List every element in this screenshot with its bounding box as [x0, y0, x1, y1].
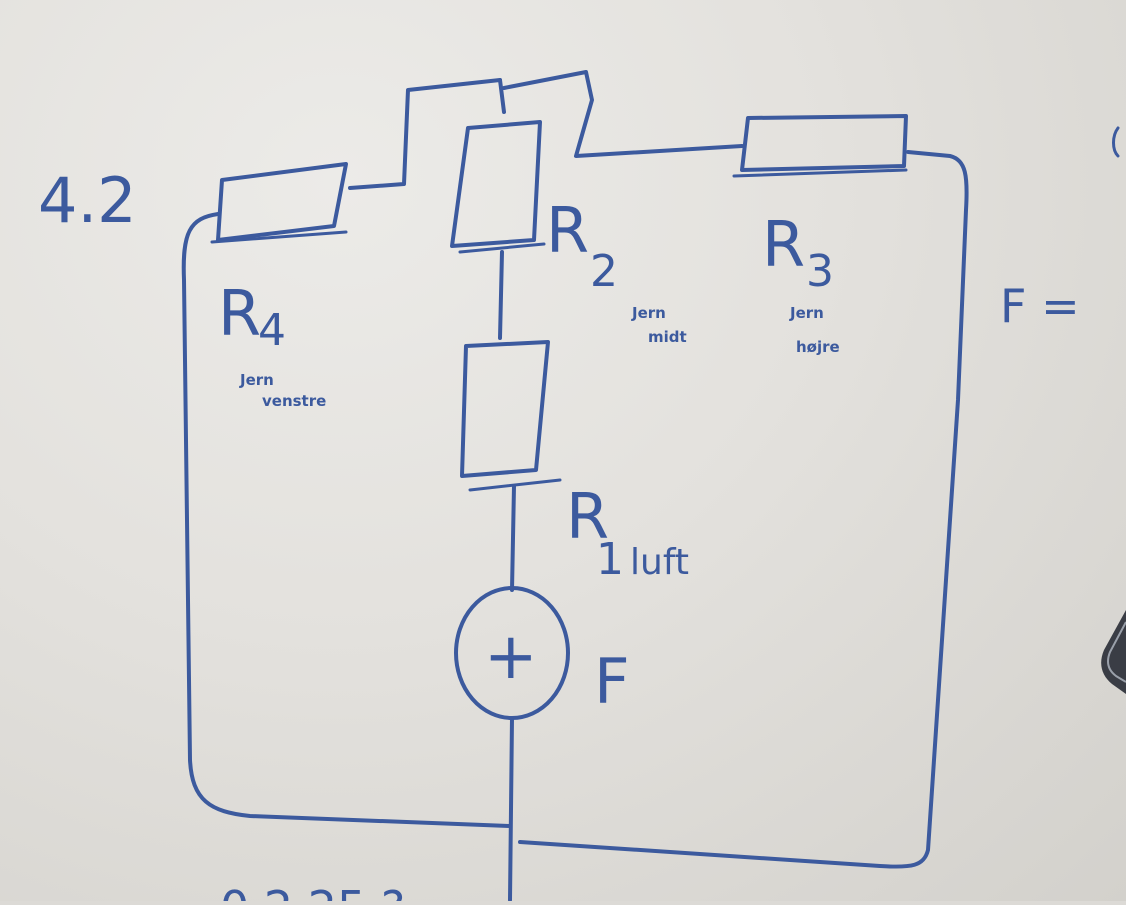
r2-label: R — [546, 194, 589, 267]
r4-subscript: 4 — [258, 305, 286, 356]
source-polarity-sign: + — [484, 620, 538, 694]
resistor-r1 — [460, 340, 562, 492]
r3-note-line2: højre — [796, 338, 840, 356]
problem-number: 4.2 — [38, 164, 137, 237]
resistor-r4 — [210, 162, 348, 244]
r4-note-line1: Jern — [239, 371, 274, 389]
wire-r4-to-top — [348, 78, 502, 190]
r3-note-line1: Jern — [789, 304, 824, 322]
source-label: F — [594, 645, 630, 718]
r2-note-line2: midt — [648, 328, 687, 346]
r4-note-line2: venstre — [262, 392, 326, 410]
r1-subscript: 1 — [596, 534, 624, 585]
right-edge-equation: F = — [1000, 279, 1080, 333]
r1-note: luft — [630, 542, 689, 583]
wire-source-to-bottom — [508, 716, 514, 902]
r3-label: R — [762, 208, 805, 281]
wire-r3-to-right — [518, 150, 969, 869]
r2-subscript: 2 — [590, 246, 618, 297]
source-symbol — [454, 586, 570, 720]
bottom-edge-text: 0 2.25 ? — [220, 881, 405, 901]
right-edge-mark — [1112, 126, 1120, 158]
resistor-r3 — [732, 114, 908, 178]
wire-r1-to-source — [510, 484, 516, 592]
r3-subscript: 3 — [806, 246, 834, 297]
r1-label: R — [566, 480, 609, 553]
r2-note-line1: Jern — [631, 304, 666, 322]
wire-left-loop — [181, 212, 512, 828]
wires — [181, 70, 969, 902]
resistor-r2 — [450, 120, 546, 254]
r4-label: R — [218, 277, 261, 350]
wire-top-bridge — [498, 70, 744, 158]
marker-tip — [1101, 610, 1126, 694]
wire-r2-to-r1 — [498, 250, 504, 340]
